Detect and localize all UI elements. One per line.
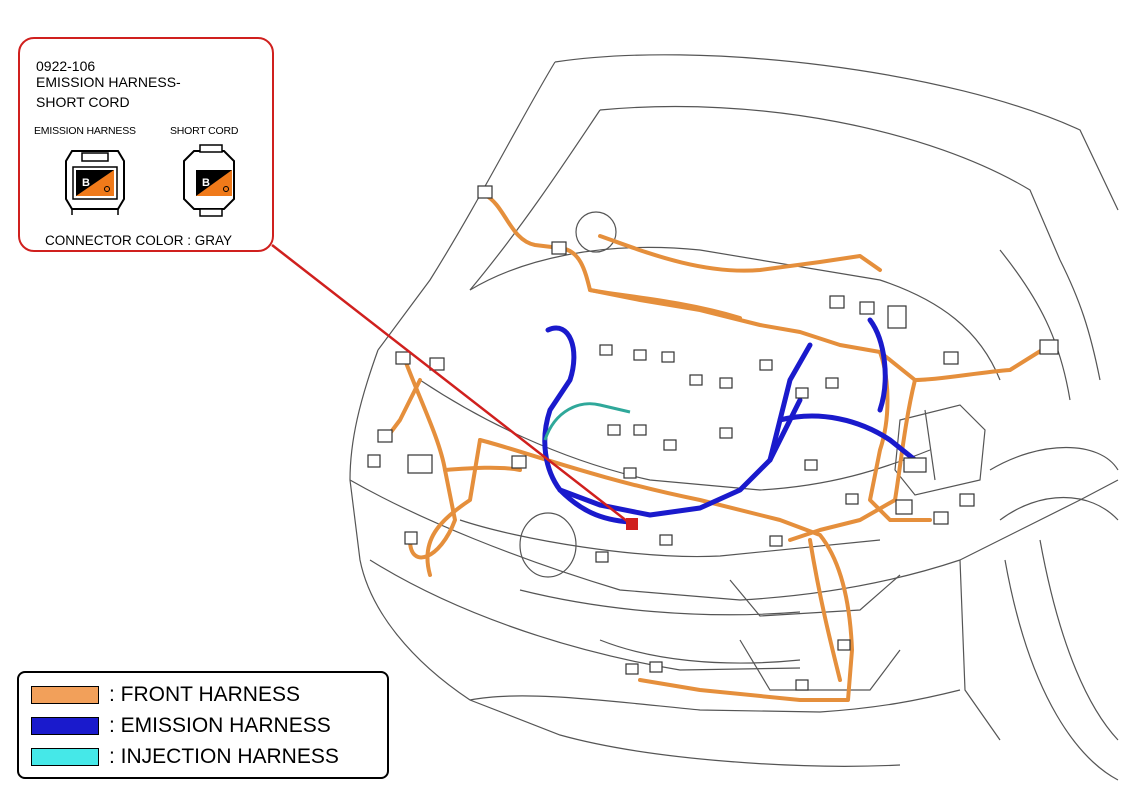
target-connector: [626, 518, 638, 530]
connectors: [367, 185, 1059, 691]
emission-harness-connector-icon: [65, 150, 125, 215]
vehicle-outline: [349, 54, 1119, 781]
legend-item-front-harness: : FRONT HARNESS: [31, 683, 300, 706]
front-harness-swatch: [31, 686, 99, 704]
harness-legend: : FRONT HARNESS : EMISSION HARNESS : INJ…: [17, 671, 389, 779]
callout-leader-line: [271, 244, 633, 526]
left-pin-label: B: [82, 177, 90, 189]
injection-harness-wiring: [543, 402, 631, 441]
front-harness-wiring: [383, 193, 1052, 702]
emission-harness-label: EMISSION HARNESS: [34, 125, 136, 137]
legend-label: : EMISSION HARNESS: [109, 714, 331, 737]
connector-color-note: CONNECTOR COLOR : GRAY: [45, 233, 233, 248]
legend-label: : INJECTION HARNESS: [109, 745, 339, 768]
connector-callout: 0922-106 EMISSION HARNESS- SHORT CORD EM…: [18, 37, 274, 252]
short-cord-connector-icon: [183, 144, 235, 217]
callout-title-line1: EMISSION HARNESS-: [36, 74, 181, 90]
legend-item-injection-harness: : INJECTION HARNESS: [31, 745, 339, 768]
short-cord-label: SHORT CORD: [170, 125, 239, 137]
right-pin-label: B: [202, 177, 210, 189]
part-number: 0922-106: [36, 58, 96, 74]
legend-item-emission-harness: : EMISSION HARNESS: [31, 714, 331, 737]
emission-harness-wiring: [542, 317, 918, 525]
emission-harness-swatch: [31, 717, 99, 735]
injection-harness-swatch: [31, 748, 99, 766]
legend-label: : FRONT HARNESS: [109, 683, 300, 706]
callout-title-line2: SHORT CORD: [36, 94, 130, 110]
